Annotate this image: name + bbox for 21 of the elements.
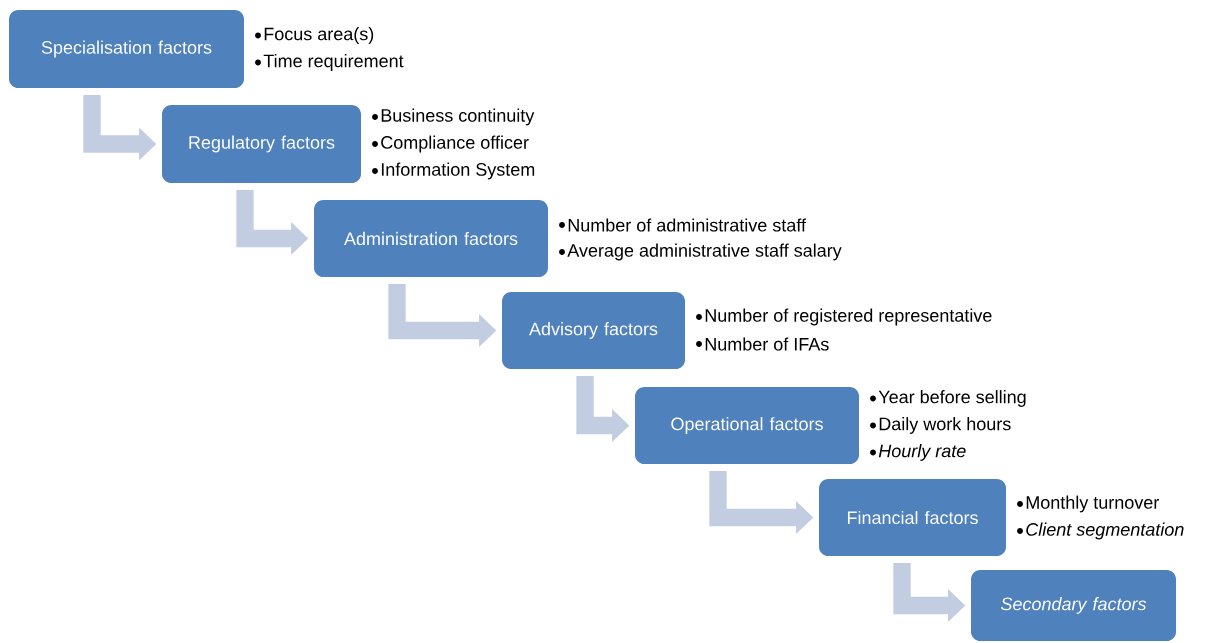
process-box: Secondary factors (971, 570, 1176, 641)
bullet-text: Number of registered representative (705, 308, 992, 326)
bullet-text: Number of IFAs (705, 337, 829, 351)
process-box: Specialisation factors (9, 10, 244, 88)
bullet-text: Daily work hours (879, 417, 1011, 434)
bullet-text: Focus area(s) (264, 27, 374, 44)
bullet-text: Time requirement (263, 54, 404, 71)
bullet-text: Number of administrative staff (568, 218, 807, 232)
process-box: Advisory factors (502, 292, 685, 369)
bullet-text: Hourly rate (878, 444, 966, 461)
bullet-text: Business continuity (381, 108, 535, 126)
process-box: Financial factors (819, 479, 1006, 556)
bullet-text: Compliance officer (381, 135, 529, 153)
process-box: Administration factors (314, 200, 548, 277)
bullet-text: Monthly turnover (1026, 495, 1159, 513)
bullet-text: Average administrative staff salary (567, 243, 842, 261)
bullet-text: Client segmentation (1026, 522, 1184, 540)
bullet-text: Year before selling (878, 390, 1026, 407)
process-box: Operational factors (635, 387, 859, 464)
process-box: Regulatory factors (162, 105, 361, 183)
bullet-text: Information System (381, 162, 535, 180)
